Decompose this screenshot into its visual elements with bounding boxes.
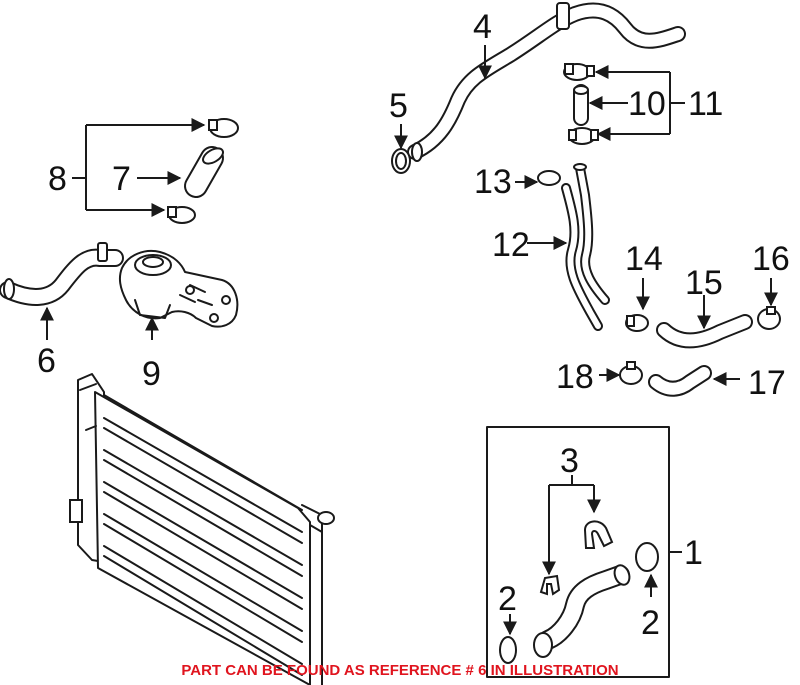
o-ring-13 (537, 170, 561, 186)
callout-14: 14 (625, 240, 663, 278)
callout-2-right: 2 (641, 604, 660, 642)
callout-4: 4 (473, 8, 492, 46)
water-pump-9 (118, 249, 239, 328)
callout-13: 13 (474, 163, 512, 201)
callout-1: 1 (684, 534, 703, 572)
callout-18: 18 (556, 358, 594, 396)
reference-note: PART CAN BE FOUND AS REFERENCE # 6 IN IL… (181, 662, 618, 679)
callout-17: 17 (748, 364, 786, 402)
seal-2-right (635, 542, 659, 572)
hose-clamp-8-upper (208, 118, 239, 138)
callout-2-left: 2 (498, 580, 517, 618)
coolant-hose-1 (533, 564, 631, 658)
callout-6: 6 (37, 342, 56, 380)
coolant-hose-6 (0, 242, 124, 306)
callout-10: 10 (628, 85, 666, 123)
callout-9: 9 (142, 355, 161, 393)
hose-7 (184, 146, 224, 198)
upper-coolant-hose (407, 2, 686, 162)
hose-clamp-16 (757, 306, 781, 330)
callout-5: 5 (389, 87, 408, 125)
inset-box: 3 2 2 1 (486, 426, 703, 678)
callout-11: 11 (688, 85, 723, 123)
hose-clamp-18 (619, 361, 643, 385)
hose-clamp-14 (625, 314, 649, 332)
hose-clamp-11-lower (568, 127, 599, 145)
callout-7: 7 (112, 160, 131, 198)
callout-12: 12 (492, 226, 530, 264)
o-ring-5 (391, 148, 411, 174)
hose-clamp-11-upper (563, 63, 595, 81)
coolant-pipe-12 (561, 163, 610, 331)
hose-15 (656, 314, 753, 349)
callout-16: 16 (752, 240, 790, 278)
callout-8: 8 (48, 160, 67, 198)
hose-17 (648, 365, 712, 397)
hose-clamp-3-upper (583, 520, 614, 549)
hose-clamp-8-lower (167, 206, 196, 224)
seal-2-left (499, 636, 517, 664)
radiator (69, 373, 335, 685)
callout-15: 15 (685, 264, 723, 302)
hose-clamp-3-lower (539, 574, 561, 596)
callout-3: 3 (560, 442, 579, 480)
hose-10 (573, 84, 589, 126)
